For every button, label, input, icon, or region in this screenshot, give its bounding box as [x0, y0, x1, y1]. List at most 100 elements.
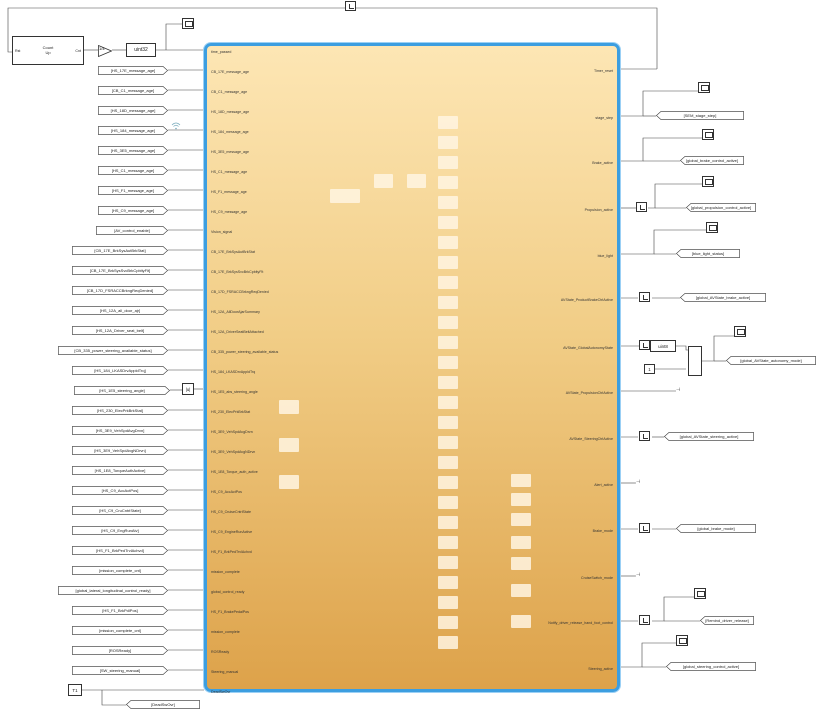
- inner-block: [511, 557, 531, 570]
- from-tag[interactable]: [CB_17E_BrkSysAutBrkStat]: [72, 245, 168, 255]
- from-tag-label: [HS_3E9_VehSpdAvgDrvn]: [95, 427, 145, 433]
- from-tag[interactable]: [global_lateral_longitudinal_control_rea…: [58, 585, 168, 595]
- from-tag-label: [CB_C1_message_age]: [111, 87, 155, 93]
- rate-transition-icon[interactable]: [636, 202, 647, 212]
- abs-block[interactable]: |u|: [182, 383, 194, 395]
- from-tag-label: [CB_17E_BrkSysAutBrkStat]: [94, 247, 146, 253]
- from-tag[interactable]: [HS_F1_BrkPdlPos]: [72, 605, 168, 615]
- subsystem-outport-label: blue_light: [597, 254, 613, 258]
- from-tag[interactable]: [HS_3E9_VehSpdAvgNDrvn]: [72, 445, 168, 455]
- from-tag[interactable]: [HS_12A_Driver_seat_belt]: [72, 325, 168, 335]
- goto-tag-propulsion[interactable]: [global_propulsion_control_active]: [686, 203, 756, 212]
- scope-icon[interactable]: [702, 129, 714, 140]
- from-tag[interactable]: [HS_C9_CruCntrlState]: [72, 505, 168, 515]
- inner-block: [438, 616, 458, 629]
- subsystem-inport-label: CB_17E_BrkSysAutBrkStat: [211, 250, 255, 254]
- goto-tag-brake[interactable]: [global_brake_control_active]: [680, 156, 744, 165]
- rate-transition-icon[interactable]: [639, 431, 650, 441]
- from-tag[interactable]: [HS_184_LKASDrvAppldTrq]: [72, 365, 168, 375]
- goto-tag-label: [Remind_driver_release]: [705, 618, 749, 623]
- counter-label-2: Up: [45, 50, 51, 55]
- subsystem-inport-label: HS_C9_AccActPos: [211, 490, 242, 494]
- from-tag[interactable]: [mission_complete_cnt]: [72, 625, 168, 635]
- inner-block: [438, 336, 458, 349]
- goto-tag-brake-mode[interactable]: [global_brake_mode]: [676, 524, 756, 533]
- subsystem-outport-label: CruiseSwitch_mode: [581, 576, 613, 580]
- from-tag[interactable]: [HS_184_message_age]: [98, 125, 168, 135]
- from-tag[interactable]: [SW_steering_manual]: [72, 665, 168, 675]
- scope-icon[interactable]: [734, 326, 746, 337]
- from-tag-label: [mission_complete_cnt]: [99, 567, 141, 573]
- from-tag[interactable]: [HS_230_ElecPrkBrkStat]: [72, 405, 168, 415]
- from-tag[interactable]: [HS_C9_EngRunAtv]: [72, 525, 168, 535]
- from-tag[interactable]: [CB_17D_FSRACCBrkngReqDenied]: [72, 285, 168, 295]
- switch-block[interactable]: [688, 346, 702, 376]
- rate-transition-icon[interactable]: [639, 292, 650, 302]
- from-tag[interactable]: [HS_3E5_message_age]: [98, 145, 168, 155]
- goto-tag-steering[interactable]: [global_steering_control_active]: [666, 662, 756, 671]
- from-tag[interactable]: [ROSReady]: [72, 645, 168, 655]
- scope-icon[interactable]: [706, 222, 718, 233]
- subsystem-outport-label: Alert_active: [594, 483, 613, 487]
- subsystem-outport-label: Brake_active: [592, 161, 613, 165]
- from-tag-label: [SW_steering_manual]: [99, 667, 141, 673]
- constant-deadsw[interactable]: T1: [68, 684, 82, 696]
- from-tag[interactable]: [HS_18D_message_age]: [98, 105, 168, 115]
- from-tag-label: [CB_335_power_steering_available_status]: [74, 347, 152, 353]
- inner-block: [438, 556, 458, 569]
- from-tag-label: [HS_12A_all_door_ajr]: [99, 307, 141, 313]
- from-tag[interactable]: [HS_C9_AccActPos]: [72, 485, 168, 495]
- goto-tag-label: [global_propulsion_control_active]: [690, 205, 752, 210]
- goto-tag-avstate-brake[interactable]: [global_AVState_brake_active]: [680, 293, 766, 302]
- rate-transition-icon[interactable]: [639, 340, 650, 350]
- from-tag[interactable]: [HS_1E5_steering_angle]: [74, 385, 170, 395]
- subsystem-inport-label: HS_3E5_message_age: [211, 150, 249, 154]
- from-tag[interactable]: [HS_12A_all_door_ajr]: [72, 305, 168, 315]
- counter-block[interactable]: Rst Count Up Cnt: [12, 36, 84, 65]
- gain-block[interactable]: 1/4: [98, 44, 113, 58]
- scope-icon[interactable]: [698, 82, 710, 93]
- goto-tag-label: [DeadSwOvr]: [151, 702, 175, 707]
- from-tag[interactable]: [CB_C1_message_age]: [98, 85, 168, 95]
- from-tag[interactable]: [HS_F1_BrkPedTrvlAchvd]: [72, 545, 168, 555]
- scope-icon[interactable]: [676, 635, 688, 646]
- memory-icon[interactable]: [345, 1, 356, 11]
- goto-tag-avstate-autonomy[interactable]: [global_AVState_autonomy_mode]: [726, 356, 816, 365]
- from-tag-label: [HS_18D_message_age]: [110, 107, 156, 113]
- from-tag[interactable]: [HS_1E8_TorqueAuthActive]: [72, 465, 168, 475]
- subsystem-inport-label: HS_C1_message_age: [211, 170, 248, 174]
- from-tag[interactable]: [HS_F1_message_age]: [98, 185, 168, 195]
- goto-tag-dead-sw[interactable]: [DeadSwOvr]: [126, 700, 200, 709]
- subsystem-inport-label: HS_1E5_abs_steering_angle: [211, 390, 258, 394]
- scope-icon[interactable]: [694, 588, 706, 599]
- rate-transition-icon[interactable]: [639, 615, 650, 625]
- subsystem-inport-label: Vision_signal: [211, 230, 233, 234]
- from-tag[interactable]: [CB_17E_BrkSysSvcBrkCpbltyFlt]: [72, 265, 168, 275]
- inner-block: [438, 256, 458, 269]
- constant-one[interactable]: 1: [644, 364, 655, 374]
- goto-tag-notify[interactable]: [Remind_driver_release]: [700, 616, 754, 625]
- subsystem-inport-label: HS_C9_EngineRunActive: [211, 530, 253, 534]
- subsystem-inport-label: HS_12A_DriverSeatBeltAttached: [211, 330, 264, 334]
- from-tag[interactable]: [HS_17E_message_age]: [98, 65, 168, 75]
- subsystem-inport-label: HS_1E8_Torque_auth_active: [211, 470, 258, 474]
- from-tag[interactable]: [HS_C1_message_age]: [98, 165, 168, 175]
- from-tag[interactable]: [HS_3E9_VehSpdAvgDrvn]: [72, 425, 168, 435]
- from-tag[interactable]: [mission_complete_cnt]: [72, 565, 168, 575]
- subsystem-inport-label: HS_230_ElecPrkBrkStat: [211, 410, 251, 414]
- uint8-convert[interactable]: uint8: [650, 340, 676, 352]
- from-tag-label: [HS_F1_BrkPdlPos]: [102, 607, 138, 613]
- uint32-convert[interactable]: uint32: [126, 43, 156, 57]
- scope-icon[interactable]: [702, 176, 714, 187]
- goto-tag-avstate-steering[interactable]: [global_AVState_steering_active]: [664, 432, 754, 441]
- from-tag[interactable]: [HS_C9_message_age]: [98, 205, 168, 215]
- goto-tag-stage-step[interactable]: [SEM_stage_step]: [656, 111, 744, 120]
- from-tag[interactable]: [AV_control_enable]: [96, 225, 168, 235]
- from-tag[interactable]: [CB_335_power_steering_available_status]: [58, 345, 168, 355]
- subsystem-inport-label: HS_3E9_VehSpdAvgNDrvn: [211, 450, 256, 454]
- scope-icon[interactable]: [182, 18, 194, 29]
- rate-transition-icon[interactable]: [639, 523, 650, 533]
- goto-tag-blue-light[interactable]: [blue_light_status]: [676, 249, 740, 258]
- from-tag-label: [HS_12A_Driver_seat_belt]: [95, 327, 145, 333]
